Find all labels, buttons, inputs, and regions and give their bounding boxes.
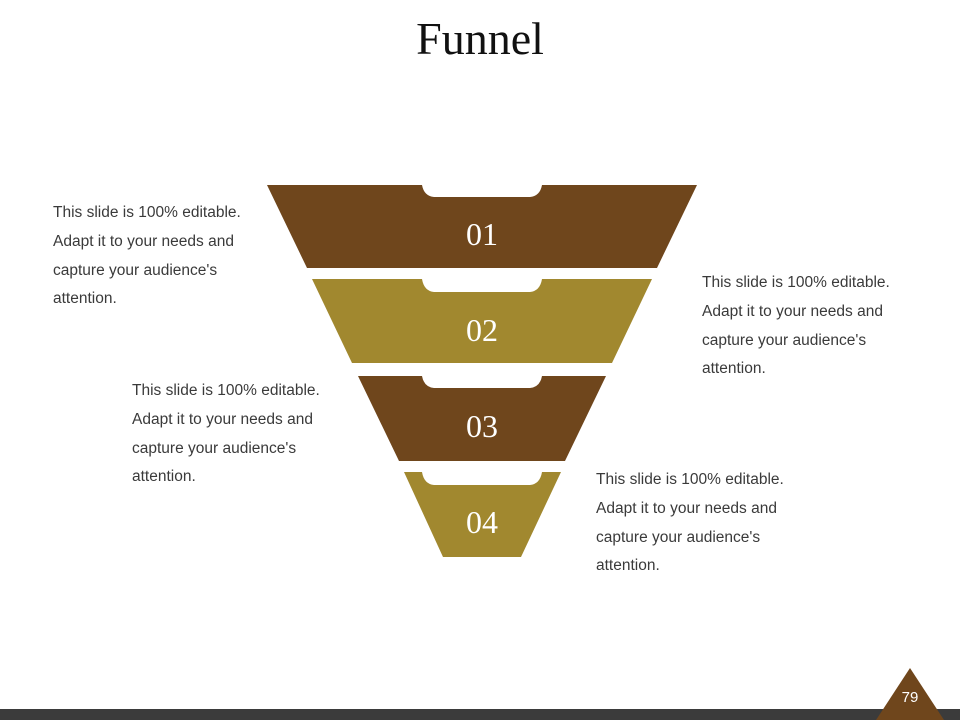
funnel-step-1: 01 <box>267 185 697 268</box>
description-line: capture your audience's <box>596 528 761 546</box>
step-3-description: This slide is 100% editable. Adapt it to… <box>132 377 347 492</box>
description-line: capture your audience's <box>132 439 297 457</box>
funnel-step-2: 02 <box>312 279 652 363</box>
description-line: capture your audience's <box>702 331 867 349</box>
description-line: Adapt it to your needs and <box>702 302 883 320</box>
funnel-segment-1 <box>267 185 697 268</box>
description-line: This slide is 100% editable. <box>132 382 320 399</box>
page-number-badge <box>876 668 944 720</box>
description-line: This slide is 100% editable. <box>596 471 784 488</box>
description-line: attention. <box>596 557 660 575</box>
description-line: Adapt it to your needs and <box>596 499 777 517</box>
description-line: attention. <box>53 290 117 308</box>
funnel-step-4: 04 <box>404 472 561 557</box>
description-line: This slide is 100% editable. <box>53 204 241 221</box>
funnel-segment-4 <box>404 472 561 557</box>
footer-bar <box>0 709 960 720</box>
description-line: capture your audience's <box>53 261 218 279</box>
description-line: attention. <box>702 360 766 378</box>
funnel-segment-2 <box>312 279 652 363</box>
description-line: This slide is 100% editable. <box>702 274 890 291</box>
step-number-1: 01 <box>466 216 498 252</box>
funnel-step-3: 03 <box>358 376 606 461</box>
page-number: 79 <box>901 689 919 706</box>
step-number-3: 03 <box>466 408 498 444</box>
description-line: Adapt it to your needs and <box>53 232 234 250</box>
triangle-shape <box>876 668 944 720</box>
step-2-description: This slide is 100% editable. Adapt it to… <box>702 269 917 384</box>
slide-title: Funnel <box>416 13 544 64</box>
step-4-description: This slide is 100% editable. Adapt it to… <box>596 466 811 581</box>
funnel-segment-3 <box>358 376 606 461</box>
step-number-2: 02 <box>466 312 498 348</box>
description-line: Adapt it to your needs and <box>132 410 313 428</box>
step-number-4: 04 <box>466 504 498 540</box>
step-1-description: This slide is 100% editable. Adapt it to… <box>53 199 268 314</box>
description-line: attention. <box>132 468 196 486</box>
